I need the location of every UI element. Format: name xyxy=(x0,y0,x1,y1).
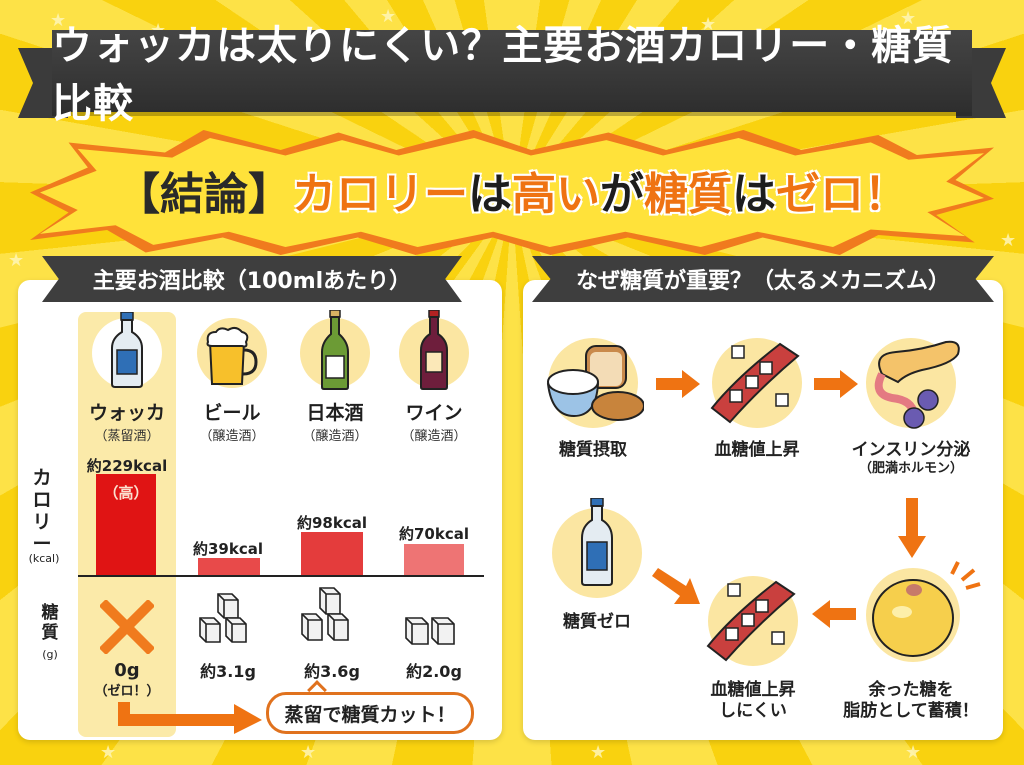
conclusion-sugar: 糖質 xyxy=(644,169,732,220)
comparison-heading: 主要お酒比較（100mlあたり） xyxy=(42,256,462,302)
drink-type: （蒸留酒） xyxy=(94,429,160,444)
sugar-value-wine: 約2.0g xyxy=(406,662,462,681)
calorie-value-vodka: 約229kcal xyxy=(86,457,168,475)
drink-name: ワイン xyxy=(405,402,463,424)
star-decoration: ★ xyxy=(1000,230,1017,251)
arrow-right-icon xyxy=(814,370,858,398)
conclusion-particle: は xyxy=(468,169,512,220)
arrow-down-icon xyxy=(898,498,926,558)
conclusion-calorie: カロリー xyxy=(292,169,468,220)
drink-type: （醸造酒） xyxy=(302,429,368,444)
step-sugar-intake: 糖質摂取 xyxy=(559,440,627,460)
sake-bottle-icon xyxy=(300,310,370,390)
sugar-value-beer: 約3.1g xyxy=(200,662,256,681)
drink-type: （醸造酒） xyxy=(199,429,265,444)
conclusion-burst xyxy=(40,138,984,247)
conclusion-particle: が xyxy=(600,169,644,220)
sugar-axis-label: 糖質 xyxy=(41,603,59,643)
calorie-bar-sake xyxy=(301,532,363,575)
sugar-cubes-icon xyxy=(199,593,247,643)
star-decoration: ★ xyxy=(100,742,117,763)
step-fat-storage: 余った糖を 脂肪として蓄積！ xyxy=(836,680,986,723)
star-decoration: ★ xyxy=(590,742,607,763)
rice-bread-icon xyxy=(546,338,644,428)
drink-sake: 日本酒 （醸造酒） xyxy=(285,310,385,444)
arrow-right-icon xyxy=(656,370,700,398)
pancreas-icon xyxy=(866,338,960,429)
star-decoration: ★ xyxy=(50,10,67,31)
sugar-value-vodka: 0g xyxy=(114,660,140,681)
star-decoration: ★ xyxy=(8,250,25,271)
calorie-axis-unit: (kcal) xyxy=(28,552,60,565)
conclusion-high: 高い xyxy=(512,169,600,220)
mechanism-heading: なぜ糖質が重要？（太るメカニズム） xyxy=(532,256,994,302)
drink-wine: ワイン （醸造酒） xyxy=(384,310,484,444)
calorie-value-sake: 約98kcal xyxy=(296,514,367,532)
distillation-callout: 蒸留で糖質カット！ xyxy=(266,692,474,734)
star-decoration: ★ xyxy=(300,742,317,763)
calorie-value-beer: 約39kcal xyxy=(192,540,263,558)
chart-baseline xyxy=(78,575,484,577)
fat-cell-icon xyxy=(866,568,960,662)
sugar-note-vodka: （ゼロ！） xyxy=(94,684,160,699)
vodka-bottle-icon xyxy=(92,312,162,388)
blood-vessel-sugar-icon xyxy=(706,576,798,666)
calorie-bar-wine xyxy=(404,544,464,575)
step-insulin-label: インスリン分泌 xyxy=(851,440,971,460)
calorie-axis-label: カロリー xyxy=(32,467,52,555)
beer-mug-icon xyxy=(197,318,267,388)
step-insulin-secretion: インスリン分泌 （肥満ホルモン） xyxy=(836,440,986,478)
x-mark-icon xyxy=(100,600,154,654)
wine-bottle-icon xyxy=(399,310,469,390)
star-decoration: ★ xyxy=(700,14,717,35)
drink-name: ビール xyxy=(203,402,261,424)
step-stable-line2: しにくい xyxy=(719,701,787,722)
drink-name: 日本酒 xyxy=(306,402,364,424)
sugar-value-sake: 約3.6g xyxy=(304,662,360,681)
drink-beer: ビール （醸造酒） xyxy=(182,318,282,444)
arrow-left-icon xyxy=(812,600,856,628)
star-decoration: ★ xyxy=(900,8,917,29)
page-title: ウォッカは太りにくい？主要お酒カロリー・糖質比較 xyxy=(52,23,954,127)
blood-vessel-sugar-icon xyxy=(710,338,802,428)
conclusion-prefix: 【結論】 xyxy=(116,169,292,220)
calorie-bar-vodka: （高） xyxy=(96,474,156,575)
arrow-right-icon xyxy=(118,702,262,734)
step-fat-line1: 余った糖を xyxy=(868,680,954,700)
sugar-axis-unit: (g) xyxy=(42,648,58,661)
title-banner: ウォッカは太りにくい？主要お酒カロリー・糖質比較 xyxy=(52,23,972,127)
vodka-bottle-icon xyxy=(552,498,642,598)
conclusion-zero: ゼロ！ xyxy=(776,169,908,220)
star-decoration: ★ xyxy=(905,742,922,763)
conclusion-particle: は xyxy=(732,169,776,220)
drink-type: （醸造酒） xyxy=(401,429,467,444)
star-decoration: ★ xyxy=(380,6,397,27)
calorie-bar-beer xyxy=(198,558,260,575)
drink-vodka: ウォッカ （蒸留酒） xyxy=(77,312,177,444)
sugar-cubes-icon xyxy=(405,617,455,645)
arrow-diagonal-icon xyxy=(652,568,700,604)
step-fat-line2: 脂肪として蓄積！ xyxy=(843,701,979,722)
step-insulin-sub: （肥満ホルモン） xyxy=(858,461,963,477)
step-stable-line1: 血糖値上昇 xyxy=(710,680,796,700)
calorie-value-wine: 約70kcal xyxy=(398,525,469,543)
drink-name: ウォッカ xyxy=(88,402,165,424)
conclusion-text: 【結論】 カロリー は 高い が 糖質 は ゼロ！ xyxy=(0,160,1024,220)
step-blood-sugar-rise: 血糖値上昇 xyxy=(714,440,800,460)
sugar-cubes-icon xyxy=(301,587,349,641)
calorie-note-high: （高） xyxy=(103,484,149,502)
step-sugar-zero: 糖質ゼロ xyxy=(563,612,631,632)
emphasis-lines-icon xyxy=(950,561,981,590)
step-blood-sugar-stable: 血糖値上昇 しにくい xyxy=(678,680,828,723)
